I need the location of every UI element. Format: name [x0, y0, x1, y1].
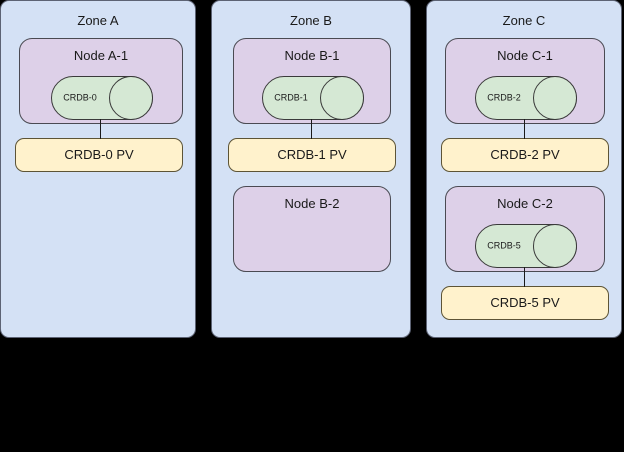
node-container-b-1: Node B-1 CRDB-1 — [233, 38, 391, 124]
pv-container-crdb-1: CRDB-1 PV — [228, 138, 396, 172]
crdb-label-a-1: CRDB-0 — [63, 92, 97, 103]
crdb-label-b-1: CRDB-1 — [274, 92, 308, 103]
zone-title-c: Zone C — [502, 13, 546, 28]
cylinder-cap-icon — [533, 76, 577, 120]
connector-node-c-2-to-pv — [524, 267, 525, 287]
node-container-c-1: Node C-1 CRDB-2 — [445, 38, 605, 124]
cylinder-cap-icon — [109, 76, 153, 120]
pv-label-crdb-2: CRDB-2 PV — [490, 147, 560, 162]
pv-container-crdb-5: CRDB-5 PV — [441, 286, 609, 320]
crdb-cylinder-c-1: CRDB-2 — [475, 76, 577, 120]
crdb-cylinder-a-1: CRDB-0 — [51, 76, 153, 120]
pv-container-crdb-0: CRDB-0 PV — [15, 138, 183, 172]
node-title-c-1: Node C-1 — [497, 48, 553, 63]
node-title-b-1: Node B-1 — [284, 48, 340, 63]
cylinder-cap-icon — [320, 76, 364, 120]
pv-label-crdb-0: CRDB-0 PV — [64, 147, 134, 162]
connector-node-b-1-to-pv — [311, 119, 312, 139]
pv-label-crdb-5: CRDB-5 PV — [490, 295, 560, 310]
crdb-label-c-2: CRDB-5 — [487, 240, 521, 251]
pv-label-crdb-1: CRDB-1 PV — [277, 147, 347, 162]
zone-title-b: Zone B — [290, 13, 332, 28]
crdb-label-c-1: CRDB-2 — [487, 92, 521, 103]
node-title-a-1: Node A-1 — [73, 48, 129, 63]
node-container-a-1: Node A-1 CRDB-0 — [19, 38, 183, 124]
zone-title-a: Zone A — [77, 13, 119, 28]
zone-container-a: Zone A Node A-1 CRDB-0 CRDB-0 PV — [0, 0, 196, 338]
node-title-b-2: Node B-2 — [284, 196, 340, 211]
node-container-c-2: Node C-2 CRDB-5 — [445, 186, 605, 272]
pv-container-crdb-2: CRDB-2 PV — [441, 138, 609, 172]
crdb-cylinder-c-2: CRDB-5 — [475, 224, 577, 268]
node-container-b-2: Node B-2 — [233, 186, 391, 272]
zone-container-b: Zone B Node B-1 CRDB-1 CRDB-1 PV Node B-… — [211, 0, 411, 338]
connector-node-c-1-to-pv — [524, 119, 525, 139]
crdb-cylinder-b-1: CRDB-1 — [262, 76, 364, 120]
zone-container-c: Zone C Node C-1 CRDB-2 CRDB-2 PV Node C-… — [426, 0, 622, 338]
node-title-c-2: Node C-2 — [497, 196, 553, 211]
cylinder-cap-icon — [533, 224, 577, 268]
connector-node-a-1-to-pv — [100, 119, 101, 139]
